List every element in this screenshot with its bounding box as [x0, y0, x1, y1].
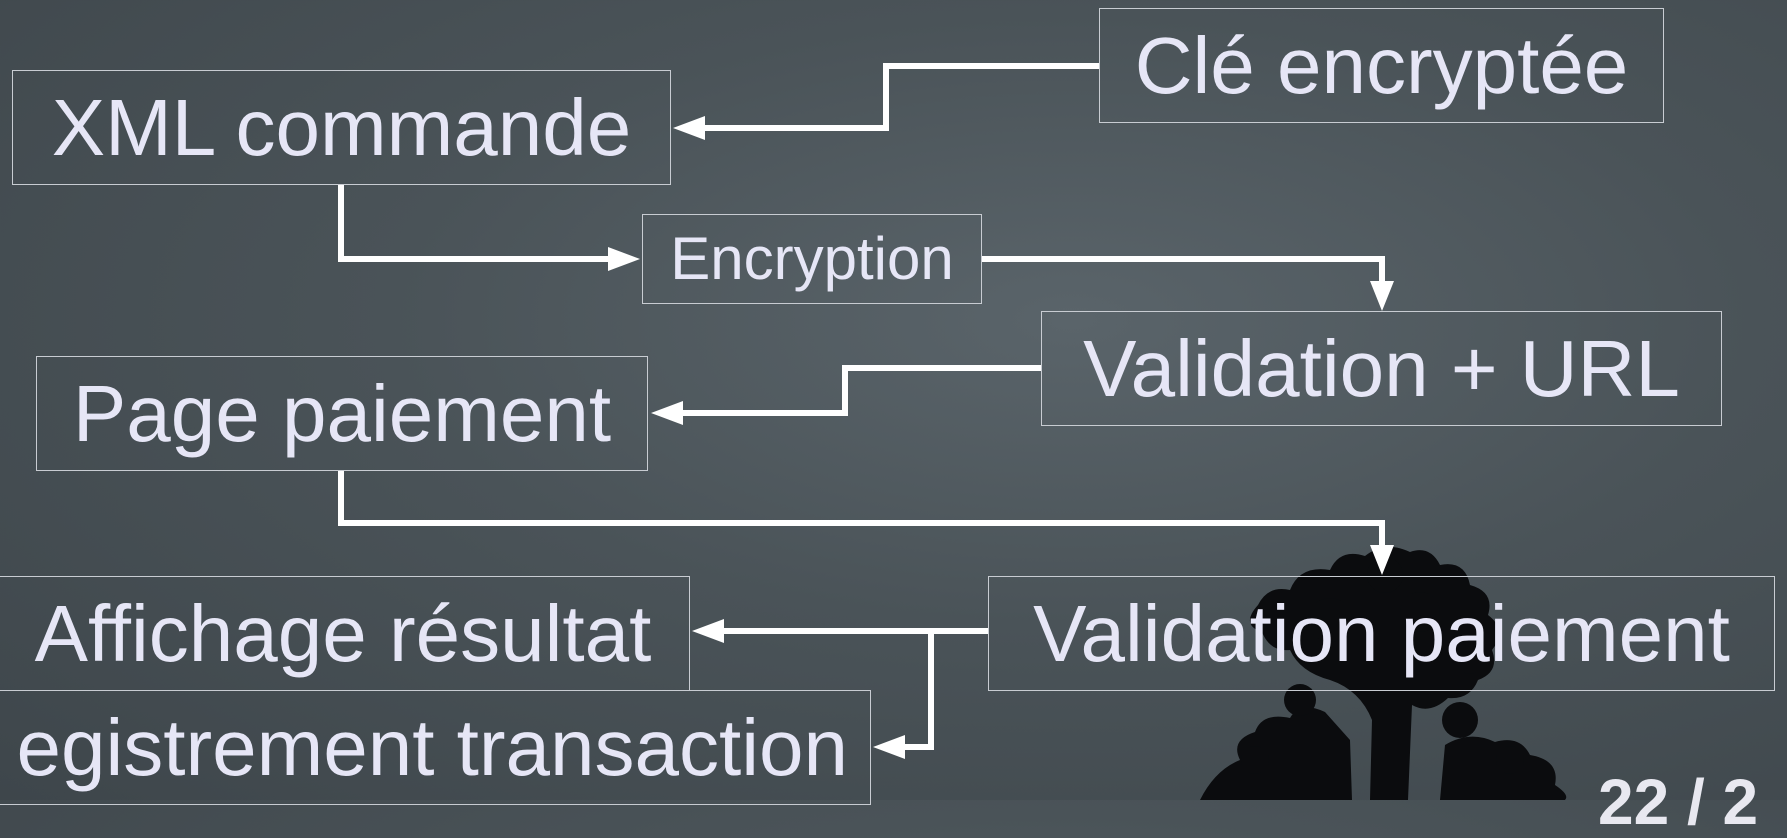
node-validation-paiement: Validation paiement [988, 576, 1775, 691]
arrowhead-page [651, 401, 683, 425]
node-encryption-label: Encryption [670, 225, 954, 292]
node-affichage-resultat: Affichage résultat [0, 576, 690, 691]
node-enregistrement-label: egistrement transaction [16, 702, 848, 792]
connector-arrows [0, 0, 1787, 800]
arrow-cle-to-xml [697, 63, 1099, 131]
tree-silhouette [1200, 546, 1567, 800]
slide-page-number: 22 / 2 [1598, 766, 1759, 838]
arrowhead-validation-url [1370, 281, 1394, 311]
arrowhead-xml [673, 116, 705, 140]
node-validation-paiement-label: Validation paiement [1033, 588, 1730, 678]
arrowhead-validation-paiement [1370, 545, 1394, 575]
node-cle-encryptee-label: Clé encryptée [1134, 20, 1629, 110]
arrow-encryption-to-validation-url [982, 256, 1385, 286]
node-page-paiement-label: Page paiement [72, 368, 612, 458]
node-encryption: Encryption [642, 214, 982, 304]
node-affichage-resultat-label: Affichage résultat [34, 588, 652, 678]
arrowhead-encryption [608, 247, 640, 271]
arrow-xml-to-encryption [338, 185, 613, 262]
arrow-validation-paiement-to-enregistrement [897, 631, 934, 750]
node-xml-commande-label: XML commande [51, 82, 632, 172]
node-validation-url-label: Validation + URL [1083, 323, 1680, 413]
node-enregistrement-transaction: egistrement transaction [0, 690, 871, 805]
node-cle-encryptee: Clé encryptée [1099, 8, 1664, 123]
arrow-page-to-validation-paiement [338, 471, 1385, 550]
node-xml-commande: XML commande [12, 70, 671, 185]
node-page-paiement: Page paiement [36, 356, 648, 471]
arrowhead-enregistrement [873, 735, 905, 759]
arrowhead-affichage [692, 619, 724, 643]
node-validation-url: Validation + URL [1041, 311, 1722, 426]
arrow-validation-url-to-page [675, 365, 1041, 416]
